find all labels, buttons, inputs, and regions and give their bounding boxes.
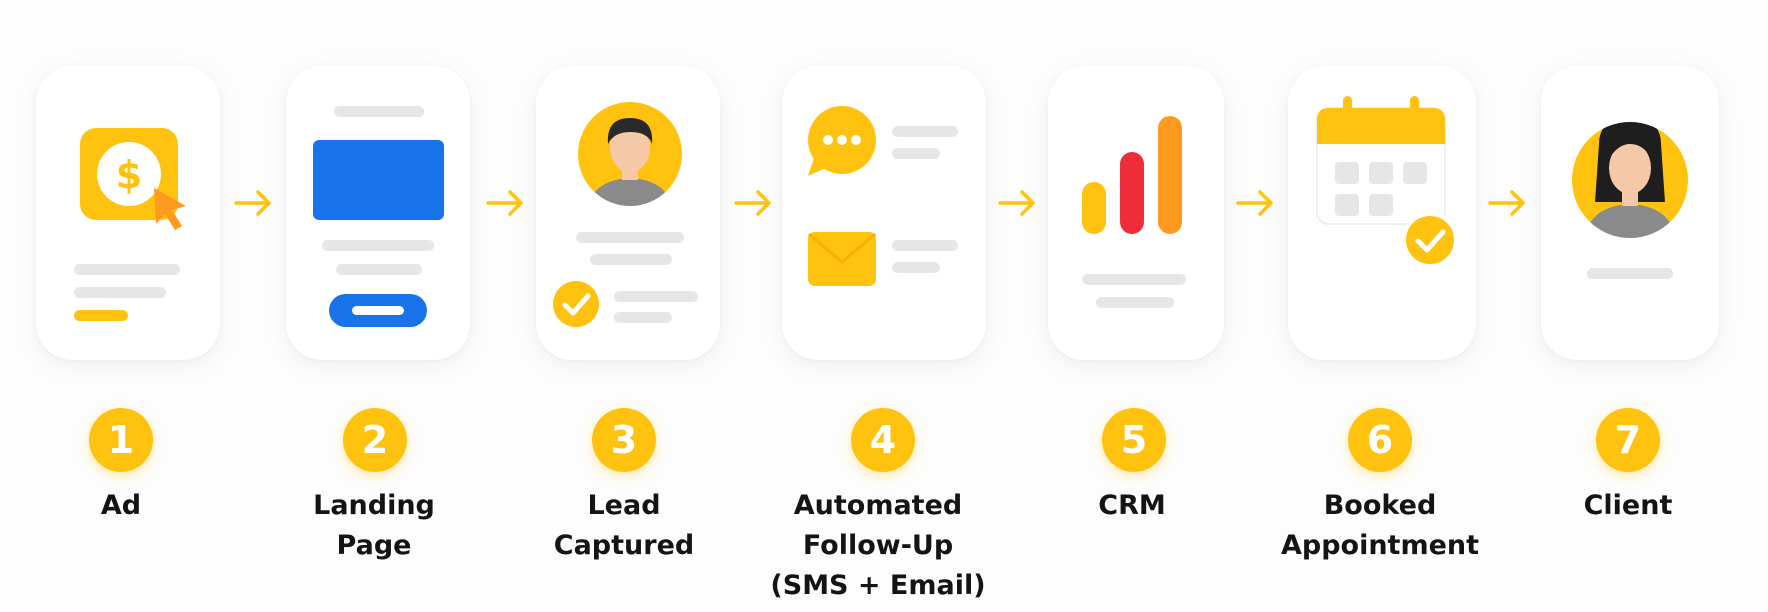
step-label-automated-follow-up: Automated Follow-Up (SMS + Email) [748,486,1008,606]
step-label-crm: CRM [1002,486,1262,526]
step-number-badge-5: 5 [1102,408,1166,472]
arrow-right-icon [234,190,271,216]
step-label-line: Page [336,530,412,561]
step-label-line: Booked [1323,490,1437,521]
step-label-line: Follow-Up [802,530,954,561]
arrow-right-icon [1488,190,1525,216]
step-number-badge-6: 6 [1348,408,1412,472]
card-automated-follow-up [782,66,986,360]
step-label-landing-page: Landing Page [244,486,504,566]
lead-avatar-icon [553,102,698,327]
dollar-ad-icon: $ [74,128,186,321]
step-label-line: Landing [313,490,435,521]
svg-text:$: $ [116,153,142,197]
card-lead-captured [536,66,720,360]
card-crm [1048,66,1224,360]
step-label-line: (SMS + Email) [770,570,986,601]
step-number-badge-1: 1 [89,408,153,472]
step-label-booked-appointment: Booked Appointment [1250,486,1510,566]
card-client [1541,66,1719,360]
arrow-right-icon [486,190,523,216]
step-number-badge-2: 2 [343,408,407,472]
bar-chart-icon [1082,116,1186,308]
calendar-check-icon [1316,96,1458,268]
landing-page-icon [313,106,444,327]
step-label-line: Lead [587,490,661,521]
chat-and-email-icon [808,106,958,286]
step-label-line: Captured [553,530,695,561]
step-number-badge-7: 7 [1596,408,1660,472]
step-label-line: Client [1583,490,1673,521]
step-label-line: CRM [1098,490,1166,521]
step-label-line: Ad [100,490,142,521]
arrow-right-icon [998,190,1035,216]
arrow-right-icon [1236,190,1273,216]
card-landing-page [286,66,470,360]
step-number-badge-4: 4 [851,408,915,472]
step-label-lead-captured: Lead Captured [494,486,754,566]
step-label-client: Client [1498,486,1758,526]
client-avatar-icon [1572,122,1688,279]
arrow-right-icon [734,190,771,216]
step-label-line: Appointment [1280,530,1480,561]
step-label-line: Automated [793,490,963,521]
card-ad: $ [36,66,220,360]
step-label-ad: Ad [0,486,251,526]
step-number-badge-3: 3 [592,408,656,472]
card-booked-appointment [1288,66,1476,360]
